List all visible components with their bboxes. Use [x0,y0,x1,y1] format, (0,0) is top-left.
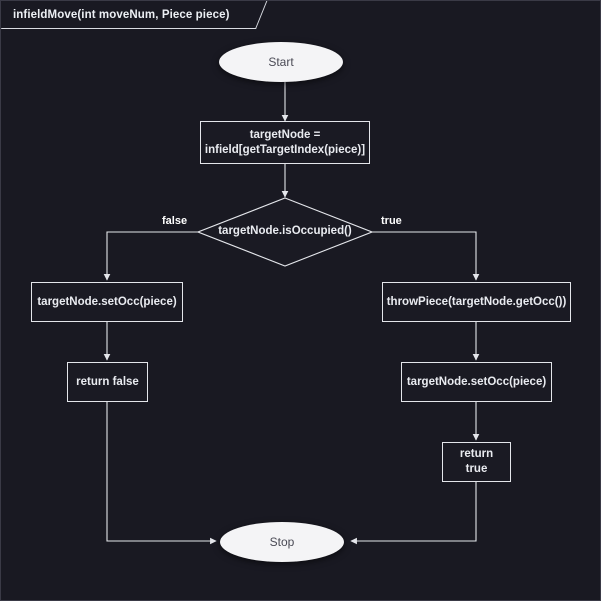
frame-title-label: infieldMove(int moveNum, Piece piece) [13,9,230,21]
edge-decision-false [103,231,198,281]
node-set-occ-true[interactable]: targetNode.setOcc(piece) [401,362,552,402]
edge-returnfalse-to-stop [106,402,217,545]
node-set-occ-false[interactable]: targetNode.setOcc(piece) [31,282,183,322]
edge-label-false: false [162,215,188,227]
node-decision[interactable] [197,197,373,267]
node-return-false-label: return false [76,375,139,388]
node-stop-label: Stop [269,535,295,549]
node-return-false[interactable]: return false [67,362,148,402]
frame-title: infieldMove(int moveNum, Piece piece) [1,1,256,29]
node-throw-piece-label: throwPiece(targetNode.getOcc()) [386,295,567,308]
node-start-label: Start [268,55,294,69]
node-assign[interactable]: targetNode = infield[getTargetIndex(piec… [200,121,370,164]
node-set-occ-false-label: targetNode.setOcc(piece) [37,295,177,308]
node-throw-piece[interactable]: throwPiece(targetNode.getOcc()) [382,282,571,322]
node-set-occ-true-label: targetNode.setOcc(piece) [406,375,547,388]
node-return-true-label: return true [459,448,494,475]
node-assign-line1: targetNode = [249,128,321,141]
edge-returntrue-to-stop [350,482,477,545]
node-start[interactable]: Start [219,42,343,82]
edge-decision-true [372,231,480,281]
node-return-true[interactable]: return true [442,442,511,482]
node-decision-label: targetNode.isOccupied() [218,225,352,237]
node-assign-line2: infield[getTargetIndex(piece)] [204,143,366,156]
edge-label-true: true [381,215,402,227]
node-stop[interactable]: Stop [220,522,344,562]
